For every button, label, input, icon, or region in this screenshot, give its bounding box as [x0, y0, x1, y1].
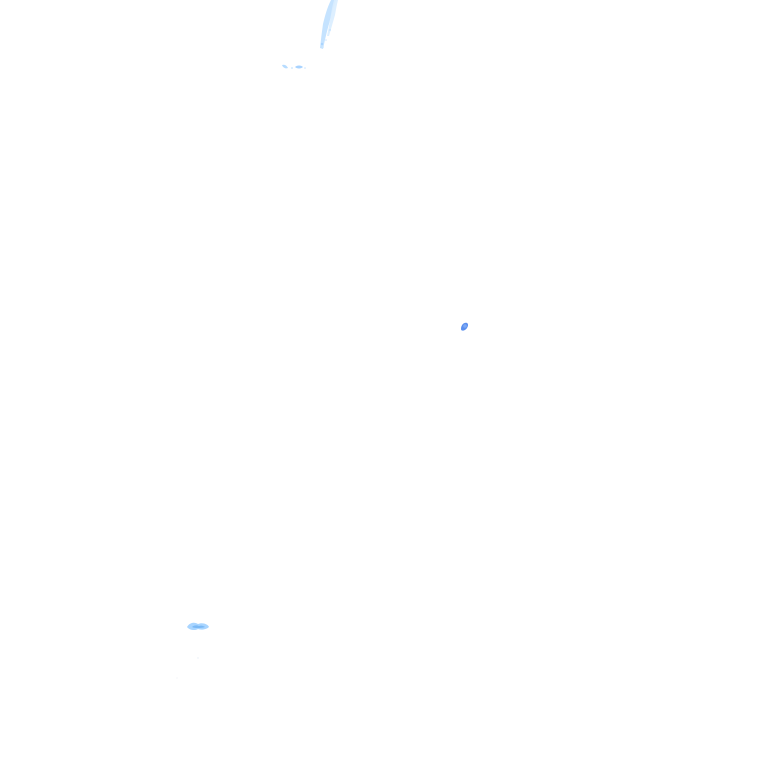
faint-specks — [176, 657, 199, 679]
blue-blot — [187, 622, 209, 631]
paint-streak — [320, 0, 338, 49]
blue-dot — [461, 322, 469, 331]
paint-fleck — [282, 64, 306, 69]
